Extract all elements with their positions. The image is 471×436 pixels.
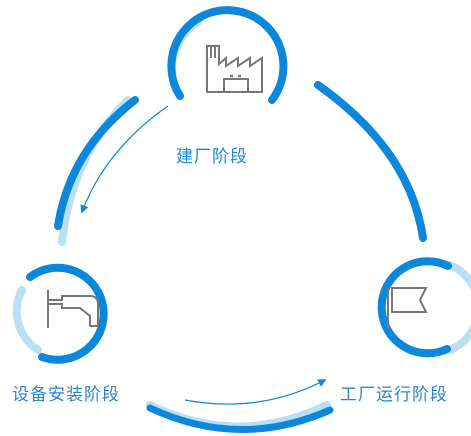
direction-arrow-bottom (184, 379, 327, 405)
stage-label-operate: 工厂运行阶段 (340, 385, 448, 405)
cycle-arc-right (314, 81, 427, 242)
stage-node-build (167, 6, 288, 104)
node-ring (377, 257, 452, 358)
flag-icon (387, 287, 428, 330)
node-ring-light (12, 286, 42, 354)
stage-label-install: 设备安装阶段 (12, 385, 120, 405)
node-ring (167, 6, 288, 104)
stage-node-operate (377, 257, 471, 358)
pipe-fitting-icon (47, 290, 99, 328)
node-ring (26, 263, 108, 364)
cycle-arc-left (54, 96, 139, 230)
stage-label-build: 建厂阶段 (176, 147, 248, 167)
cycle-arc-bottom (146, 404, 334, 433)
direction-arrow-left (80, 105, 169, 214)
factory-icon (206, 45, 263, 93)
stage-node-install (12, 263, 108, 364)
node-ring-light (446, 261, 471, 354)
